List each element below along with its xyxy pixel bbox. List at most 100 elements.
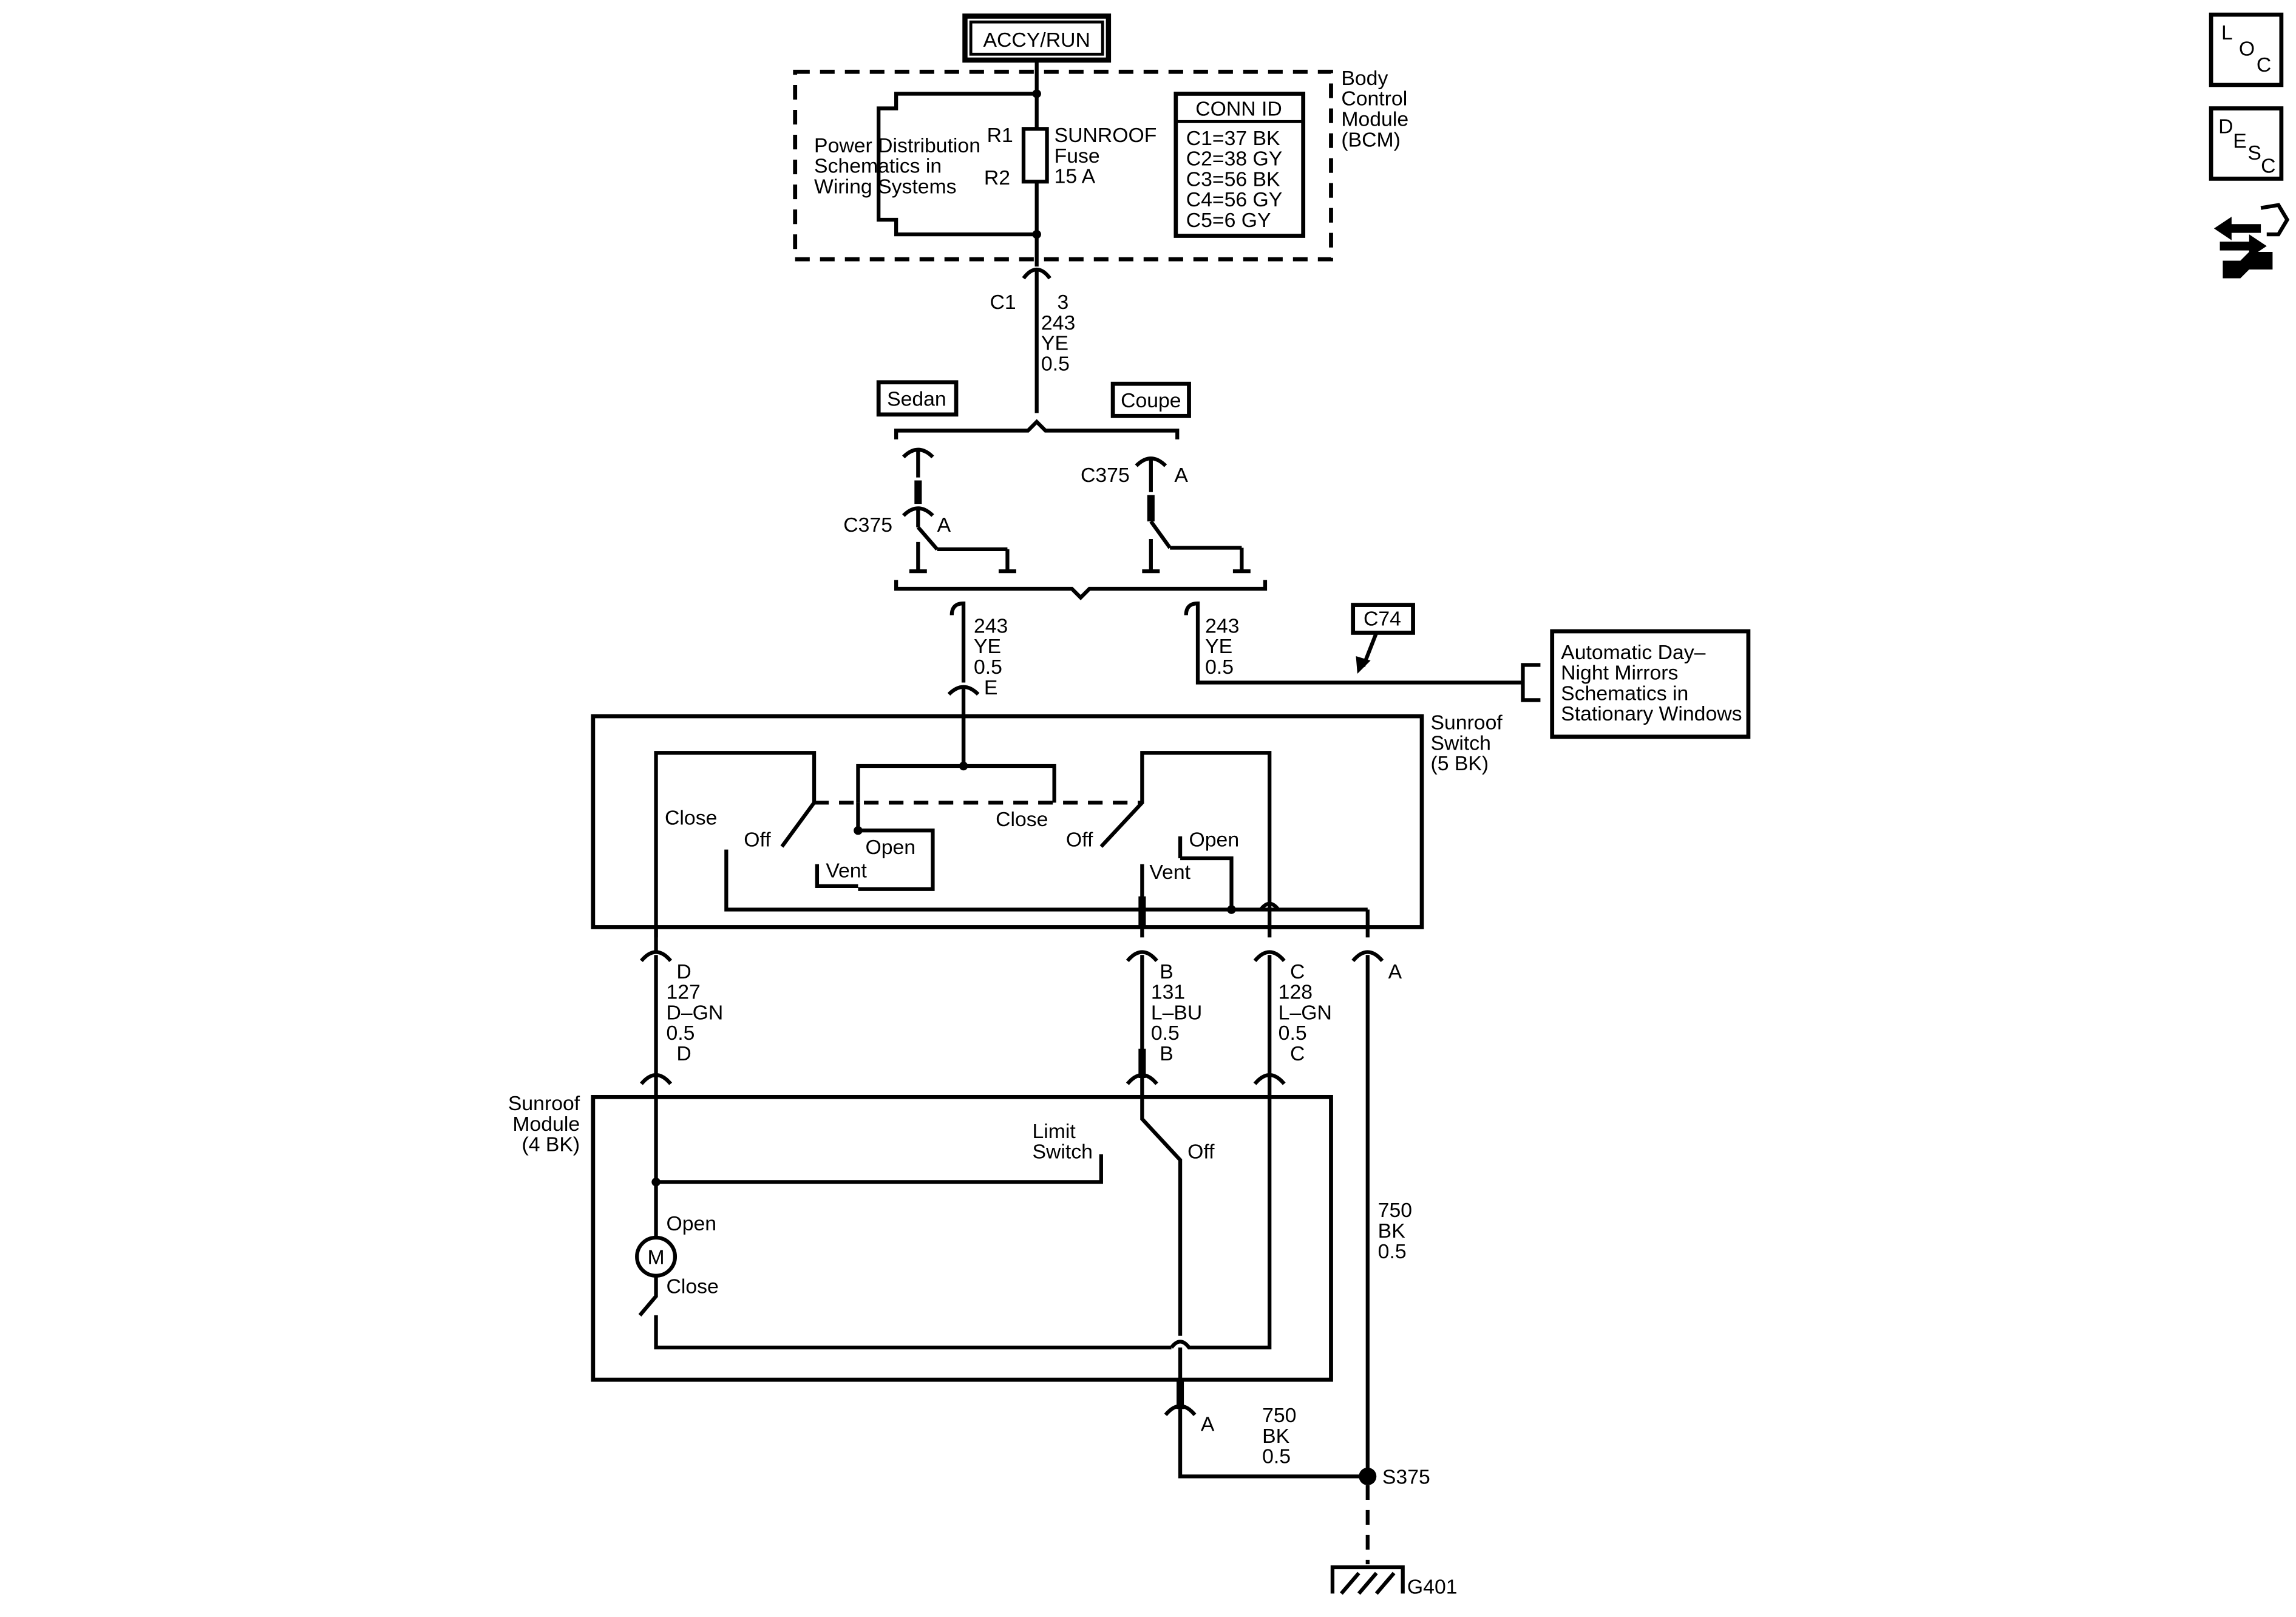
svg-text:15 A: 15 A bbox=[1055, 165, 1096, 188]
svg-text:131: 131 bbox=[1151, 981, 1185, 1004]
wire-127: 127 D–GN 0.5 bbox=[666, 981, 723, 1045]
svg-text:C: C bbox=[2257, 53, 2271, 76]
switch-pin-d: D bbox=[676, 960, 691, 983]
svg-text:(BCM): (BCM) bbox=[1341, 128, 1401, 151]
sunroof-fuse bbox=[1021, 127, 1049, 184]
conn-id-title: CONN ID bbox=[1195, 98, 1282, 121]
svg-text:0.5: 0.5 bbox=[1205, 656, 1234, 679]
module-ground-pin: A bbox=[1201, 1413, 1215, 1436]
svg-text:C: C bbox=[2261, 155, 2275, 178]
svg-text:Schematics in: Schematics in bbox=[1561, 682, 1688, 705]
svg-text:243: 243 bbox=[1205, 614, 1239, 637]
pds-reference: Power Distribution Schematics in Wiring … bbox=[814, 134, 980, 198]
svg-text:Sunroof: Sunroof bbox=[1431, 711, 1503, 734]
svg-text:M: M bbox=[648, 1246, 665, 1269]
svg-text:E: E bbox=[2233, 130, 2247, 153]
svg-text:Body: Body bbox=[1341, 67, 1388, 90]
svg-text:Stationary Windows: Stationary Windows bbox=[1561, 702, 1742, 725]
svg-text:750: 750 bbox=[1378, 1199, 1412, 1222]
motor-symbol: M bbox=[635, 1235, 678, 1278]
c375-coupe-label: C375 bbox=[1081, 464, 1130, 487]
motor-open-label: Open bbox=[666, 1212, 716, 1235]
fuse-r2: R2 bbox=[984, 166, 1010, 189]
svg-text:0.5: 0.5 bbox=[666, 1022, 695, 1045]
wire-131: 131 L–BU 0.5 bbox=[1151, 981, 1202, 1045]
switch-pin-b: B bbox=[1160, 960, 1173, 983]
switch-right-open: Open bbox=[1189, 829, 1240, 852]
fuse-label: SUNROOF Fuse 15 A bbox=[1055, 124, 1157, 188]
svg-text:Limit: Limit bbox=[1032, 1120, 1076, 1143]
svg-text:Module: Module bbox=[512, 1113, 580, 1136]
connector-swap-icon[interactable] bbox=[2213, 203, 2290, 279]
c375-sedan-label: C375 bbox=[843, 514, 892, 537]
svg-text:Fuse: Fuse bbox=[1055, 144, 1100, 168]
loc-icon[interactable]: L O C bbox=[2209, 12, 2284, 87]
svg-text:C4=56 GY: C4=56 GY bbox=[1186, 188, 1283, 211]
svg-text:C2=38 GY: C2=38 GY bbox=[1186, 147, 1283, 171]
svg-text:C5=6 GY: C5=6 GY bbox=[1186, 209, 1271, 232]
svg-text:Wiring Systems: Wiring Systems bbox=[814, 175, 956, 198]
svg-text:243: 243 bbox=[974, 614, 1008, 637]
c1-pin: 3 bbox=[1057, 291, 1068, 314]
c74-tag: C74 bbox=[1351, 603, 1415, 674]
svg-text:0.5: 0.5 bbox=[1041, 352, 1070, 375]
desc-icon[interactable]: D E S C bbox=[2209, 106, 2284, 181]
svg-text:S: S bbox=[2247, 141, 2261, 164]
conn-id-table: CONN ID C1=37 BK C2=38 GY C3=56 BK C4=56… bbox=[1173, 92, 1306, 238]
svg-text:Module: Module bbox=[1341, 108, 1408, 131]
svg-text:Coupe: Coupe bbox=[1121, 389, 1181, 412]
bcm-box bbox=[793, 69, 1333, 262]
svg-text:0.5: 0.5 bbox=[1378, 1240, 1407, 1263]
svg-text:Night Mirrors: Night Mirrors bbox=[1561, 662, 1678, 685]
svg-text:YE: YE bbox=[1041, 332, 1068, 355]
c375-sedan-pin: A bbox=[937, 514, 951, 537]
module-pin-d: D bbox=[676, 1042, 691, 1065]
bcm-name: Body Control Module (BCM) bbox=[1341, 67, 1408, 151]
svg-text:C3=56 BK: C3=56 BK bbox=[1186, 168, 1280, 191]
module-off-label: Off bbox=[1187, 1141, 1215, 1164]
switch-left-vent: Vent bbox=[826, 859, 867, 882]
switch-right-off: Off bbox=[1066, 829, 1093, 852]
wire-243-main: 243 YE 0.5 bbox=[1041, 311, 1075, 376]
sunroof-module-name: Sunroof Module (4 BK) bbox=[508, 1092, 580, 1156]
svg-text:C74: C74 bbox=[1364, 607, 1401, 630]
svg-text:L–BU: L–BU bbox=[1151, 1001, 1202, 1024]
coupe-label: Coupe bbox=[1110, 381, 1191, 418]
accy-run-label: ACCY/RUN bbox=[962, 13, 1112, 63]
svg-text:127: 127 bbox=[666, 981, 700, 1004]
sunroof-module-box bbox=[591, 1094, 1333, 1382]
svg-text:0.5: 0.5 bbox=[1262, 1445, 1291, 1468]
svg-text:243: 243 bbox=[1041, 311, 1075, 334]
switch-pin-e: E bbox=[984, 676, 998, 699]
svg-text:O: O bbox=[2239, 38, 2255, 61]
switch-pin-a: A bbox=[1388, 960, 1402, 983]
svg-text:D: D bbox=[2218, 115, 2233, 138]
svg-text:D–GN: D–GN bbox=[666, 1001, 723, 1024]
svg-text:L–GN: L–GN bbox=[1279, 1001, 1332, 1024]
ground-g401-label: G401 bbox=[1407, 1575, 1458, 1598]
limit-switch-label: Limit Switch bbox=[1032, 1120, 1092, 1164]
svg-text:Sedan: Sedan bbox=[887, 387, 946, 410]
switch-left-close: Close bbox=[665, 807, 717, 830]
svg-text:(4 BK): (4 BK) bbox=[521, 1133, 580, 1156]
svg-text:BK: BK bbox=[1378, 1219, 1406, 1242]
svg-text:Switch: Switch bbox=[1032, 1141, 1092, 1164]
wire-243-mirror: 243 YE 0.5 bbox=[1205, 614, 1239, 679]
svg-text:Switch: Switch bbox=[1431, 731, 1491, 754]
svg-text:Control: Control bbox=[1341, 87, 1407, 110]
svg-text:YE: YE bbox=[1205, 635, 1232, 658]
c375-coupe-pin: A bbox=[1174, 464, 1188, 487]
splice-s375-label: S375 bbox=[1382, 1465, 1430, 1488]
switch-left-off: Off bbox=[744, 829, 771, 852]
sedan-label: Sedan bbox=[876, 380, 959, 417]
svg-text:128: 128 bbox=[1279, 981, 1313, 1004]
module-pin-b: B bbox=[1160, 1042, 1173, 1065]
c1-label: C1 bbox=[990, 291, 1016, 314]
svg-text:L: L bbox=[2221, 21, 2233, 44]
svg-text:Sunroof: Sunroof bbox=[508, 1092, 580, 1115]
svg-text:750: 750 bbox=[1262, 1404, 1296, 1427]
switch-right-vent: Vent bbox=[1149, 861, 1190, 884]
svg-text:Automatic Day–: Automatic Day– bbox=[1561, 641, 1706, 664]
ground-g401 bbox=[1330, 1565, 1405, 1595]
svg-text:0.5: 0.5 bbox=[1279, 1022, 1307, 1045]
